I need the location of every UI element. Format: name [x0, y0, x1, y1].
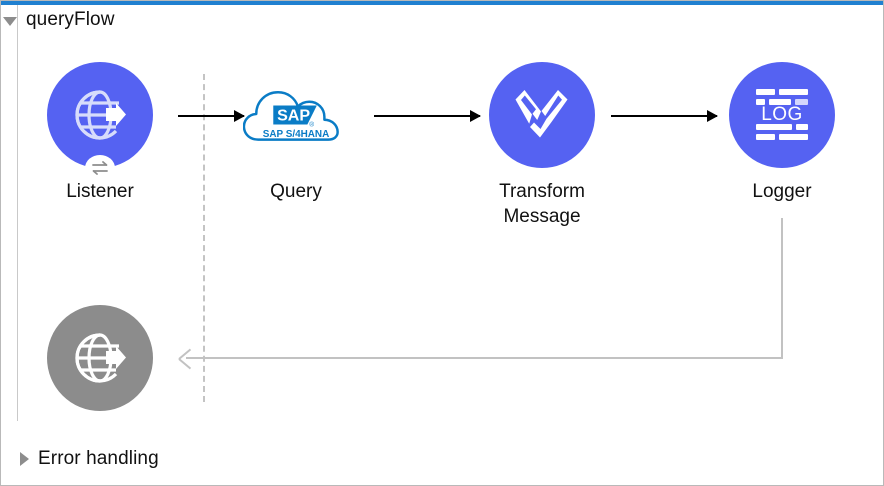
triangle-right-icon[interactable] [20, 452, 29, 466]
node-listener-label: Listener [66, 181, 134, 202]
arrow-head-icon [234, 110, 245, 122]
sap-logo-text: SAP [277, 107, 310, 125]
node-transform-message[interactable]: Transform Message [489, 62, 595, 229]
node-transform-message-label: Transform Message [499, 181, 585, 227]
node-listener-bubble[interactable] [47, 62, 153, 181]
log-lines-icon: LOG [756, 89, 808, 140]
return-path-arrow-icon [179, 351, 193, 365]
query-flow-title: queryFlow [26, 9, 115, 30]
triangle-down-icon[interactable] [3, 16, 17, 26]
sap-product-text: SAP S/4HANA [263, 129, 330, 140]
arrow-head-icon [707, 110, 718, 122]
node-query-label: Query [270, 181, 322, 202]
node-listener[interactable]: Listener [47, 62, 153, 204]
globe-arrow-icon [75, 333, 126, 383]
connector-listener-to-query [178, 110, 245, 122]
query-flow-header[interactable]: queryFlow [3, 9, 115, 31]
sap-s4hana-cloud-icon: SAP ® SAP S/4HANA [243, 91, 339, 141]
bidirectional-arrows-icon [92, 161, 108, 175]
node-query-bubble[interactable]: SAP ® SAP S/4HANA [243, 62, 349, 168]
error-handling-header[interactable]: Error handling [20, 448, 159, 470]
node-logger[interactable]: LOG Logger [729, 62, 835, 204]
top-accent-bar [1, 1, 883, 5]
node-logger-label: Logger [752, 181, 812, 202]
transform-message-icon [515, 90, 568, 138]
return-path-horizontal [186, 357, 783, 359]
error-handling-title: Error handling [38, 448, 159, 469]
node-transform-message-bubble[interactable] [489, 62, 595, 168]
logger-log-text: LOG [761, 104, 803, 125]
node-query[interactable]: SAP ® SAP S/4HANA Query [243, 62, 349, 204]
connector-query-to-transform [374, 110, 481, 122]
node-response[interactable] [47, 305, 153, 422]
registered-mark-icon: ® [309, 120, 314, 128]
globe-arrow-icon [75, 90, 126, 140]
node-logger-bubble[interactable]: LOG [729, 62, 835, 168]
return-path-vertical [781, 218, 783, 359]
query-flow-region [17, 5, 883, 421]
listener-bidirectional-badge [85, 155, 115, 181]
source-divider [203, 74, 205, 402]
connector-transform-to-logger [611, 110, 718, 122]
node-response-bubble[interactable] [47, 305, 153, 411]
arrow-head-icon [470, 110, 481, 122]
